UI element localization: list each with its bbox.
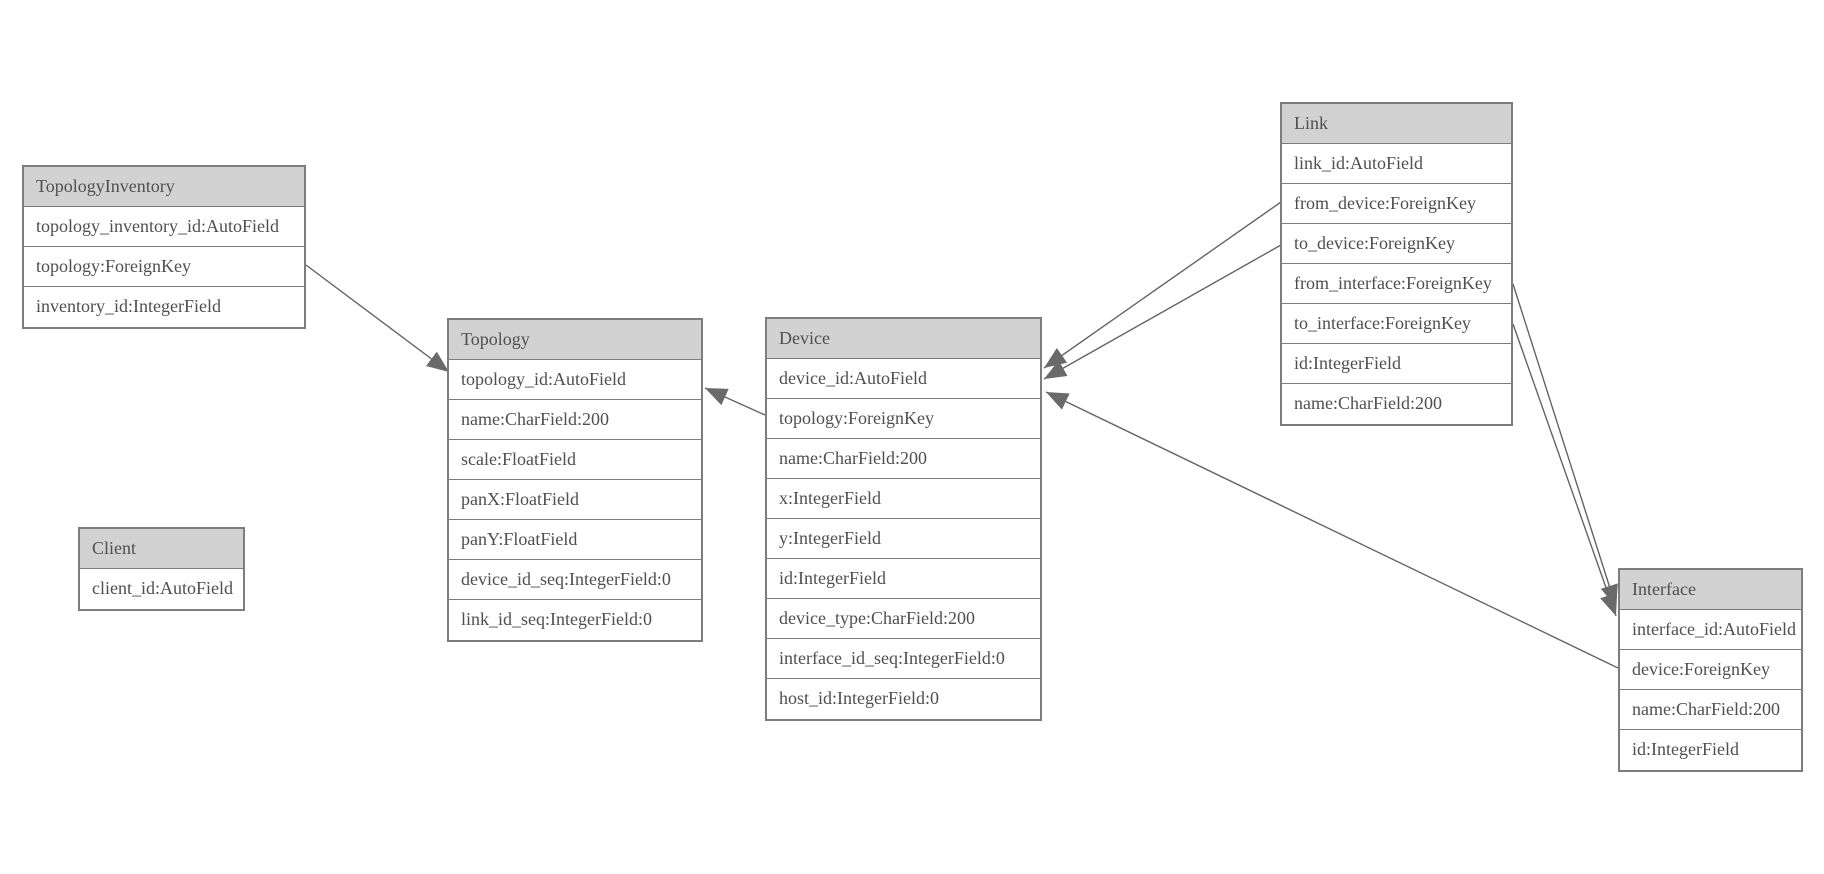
field-row: from_interface:ForeignKey xyxy=(1282,264,1511,304)
field-row: interface_id_seq:IntegerField:0 xyxy=(767,639,1040,679)
relation-interface-device xyxy=(1045,391,1619,669)
entity-title-topology-inventory: TopologyInventory xyxy=(24,167,304,207)
field-row: device:ForeignKey xyxy=(1620,650,1801,690)
relation-device-topology xyxy=(704,387,766,416)
field-row: topology_id:AutoField xyxy=(449,360,701,400)
field-row: device_type:CharField:200 xyxy=(767,599,1040,639)
field-row: id:IntegerField xyxy=(767,559,1040,599)
field-row: topology_inventory_id:AutoField xyxy=(24,207,304,247)
field-row: name:CharField:200 xyxy=(1620,690,1801,730)
entity-title-interface: Interface xyxy=(1620,570,1801,610)
field-row: panX:FloatField xyxy=(449,480,701,520)
field-row: to_device:ForeignKey xyxy=(1282,224,1511,264)
field-row: y:IntegerField xyxy=(767,519,1040,559)
field-row: link_id_seq:IntegerField:0 xyxy=(449,600,701,640)
field-row: x:IntegerField xyxy=(767,479,1040,519)
field-row: name:CharField:200 xyxy=(1282,384,1511,424)
field-row: from_device:ForeignKey xyxy=(1282,184,1511,224)
relation-topologyinventory-topology xyxy=(305,264,450,373)
relation-link-to-device xyxy=(1043,244,1282,380)
relation-link-to-interface xyxy=(1512,323,1618,617)
field-row: device_id_seq:IntegerField:0 xyxy=(449,560,701,600)
entity-title-topology: Topology xyxy=(449,320,701,360)
field-row: scale:FloatField xyxy=(449,440,701,480)
field-row: host_id:IntegerField:0 xyxy=(767,679,1040,719)
entity-title-client: Client xyxy=(80,529,243,569)
field-row: name:CharField:200 xyxy=(767,439,1040,479)
field-row: topology:ForeignKey xyxy=(24,247,304,287)
field-row: id:IntegerField xyxy=(1620,730,1801,770)
field-row: panY:FloatField xyxy=(449,520,701,560)
field-row: to_interface:ForeignKey xyxy=(1282,304,1511,344)
field-row: inventory_id:IntegerField xyxy=(24,287,304,327)
field-row: name:CharField:200 xyxy=(449,400,701,440)
field-row: client_id:AutoField xyxy=(80,569,243,609)
entity-title-link: Link xyxy=(1282,104,1511,144)
field-row: device_id:AutoField xyxy=(767,359,1040,399)
field-row: link_id:AutoField xyxy=(1282,144,1511,184)
relation-link-from-interface xyxy=(1512,283,1618,608)
field-row: topology:ForeignKey xyxy=(767,399,1040,439)
field-row: interface_id:AutoField xyxy=(1620,610,1801,650)
field-row: id:IntegerField xyxy=(1282,344,1511,384)
relation-link-from-device xyxy=(1043,201,1282,369)
entity-title-device: Device xyxy=(767,319,1040,359)
